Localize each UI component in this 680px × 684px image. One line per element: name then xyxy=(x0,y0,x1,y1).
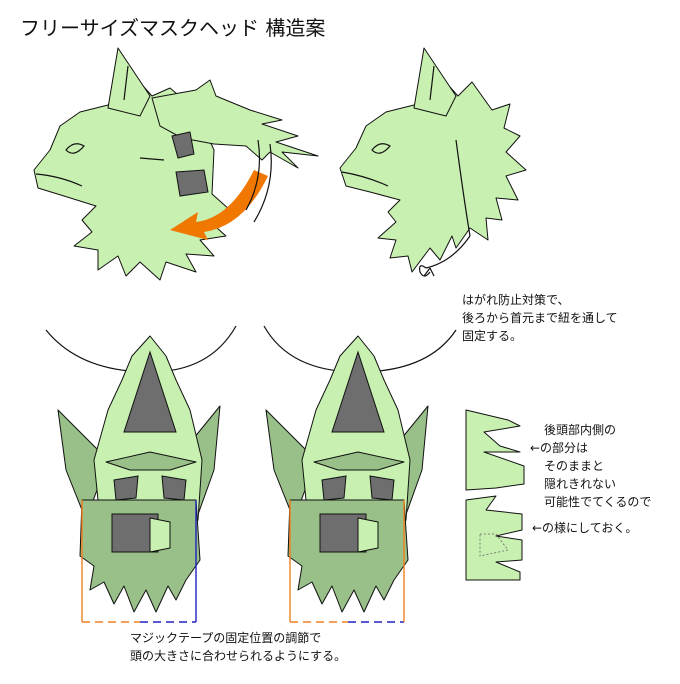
back-jaw-plate-left xyxy=(149,517,171,553)
side-mouth-right xyxy=(341,171,389,187)
side-eye-right xyxy=(371,143,391,154)
note-string-2: 後ろから首元まで紐を通して xyxy=(462,311,618,325)
side-ear-inner-left xyxy=(123,65,129,101)
note-hidden-4: 隠れきれない xyxy=(544,477,617,491)
side-ear-inner-right xyxy=(429,65,435,101)
back-mesh-jaw-left xyxy=(111,513,159,553)
motion-line-2 xyxy=(253,143,272,223)
note-hidden-1: 後頭部内側の xyxy=(544,423,617,437)
motion-line-1 xyxy=(245,139,261,211)
note-hidden-5: 可能性でてくるので xyxy=(544,495,652,509)
back-mesh-top-left xyxy=(123,350,177,433)
page-title: フリーサイズマスクヘッド 構造案 xyxy=(20,16,326,40)
side-flap-left xyxy=(151,79,319,169)
side-view-open xyxy=(33,47,319,281)
back-brow-left xyxy=(105,451,197,471)
neck-string xyxy=(425,235,471,269)
note-fix: ←の様にしておく。 xyxy=(532,521,638,535)
side-view-closed xyxy=(339,47,527,277)
back-brow-right xyxy=(313,451,405,471)
side-eye-left xyxy=(65,143,85,154)
note-velcro-2: 頭の大きさに合わせられるようにする。 xyxy=(130,649,347,663)
side-mesh-upper-left xyxy=(171,131,195,159)
note-string-3: 固定する。 xyxy=(462,329,523,343)
side-ear-right xyxy=(413,47,457,117)
string-ends xyxy=(423,267,435,277)
note-string-1: はがれ防止対策で、 xyxy=(462,293,570,307)
side-mouth-left xyxy=(35,173,83,187)
back-jaw-plate-right xyxy=(357,517,379,553)
rotate-arrow xyxy=(170,170,268,240)
side-seam-right xyxy=(455,139,471,237)
back-mesh-eye-l1 xyxy=(113,475,139,501)
back-mesh-jaw-right xyxy=(319,513,367,553)
note-hidden-2: ←の部分は xyxy=(530,441,589,455)
note-velcro-1: マジックテープの固定位置の調節で xyxy=(130,631,322,645)
side-line-left xyxy=(139,157,165,161)
back-mesh-eye-r2 xyxy=(369,475,395,501)
string-knot xyxy=(419,265,431,277)
note-hidden-3: そのままと xyxy=(544,459,605,473)
back-mesh-top-right xyxy=(331,350,385,433)
inner-piece-bottom xyxy=(465,495,523,581)
side-ear-left xyxy=(107,47,151,117)
back-view-right xyxy=(263,325,457,623)
back-mesh-eye-l2 xyxy=(161,475,187,501)
back-mesh-eye-r1 xyxy=(321,475,347,501)
inner-piece-top xyxy=(465,409,525,491)
inner-back-piece xyxy=(465,409,525,581)
side-mesh-lower-left xyxy=(175,169,209,197)
inner-fold-guide xyxy=(479,533,509,557)
side-head-right xyxy=(339,57,527,273)
back-view-left xyxy=(45,325,237,623)
